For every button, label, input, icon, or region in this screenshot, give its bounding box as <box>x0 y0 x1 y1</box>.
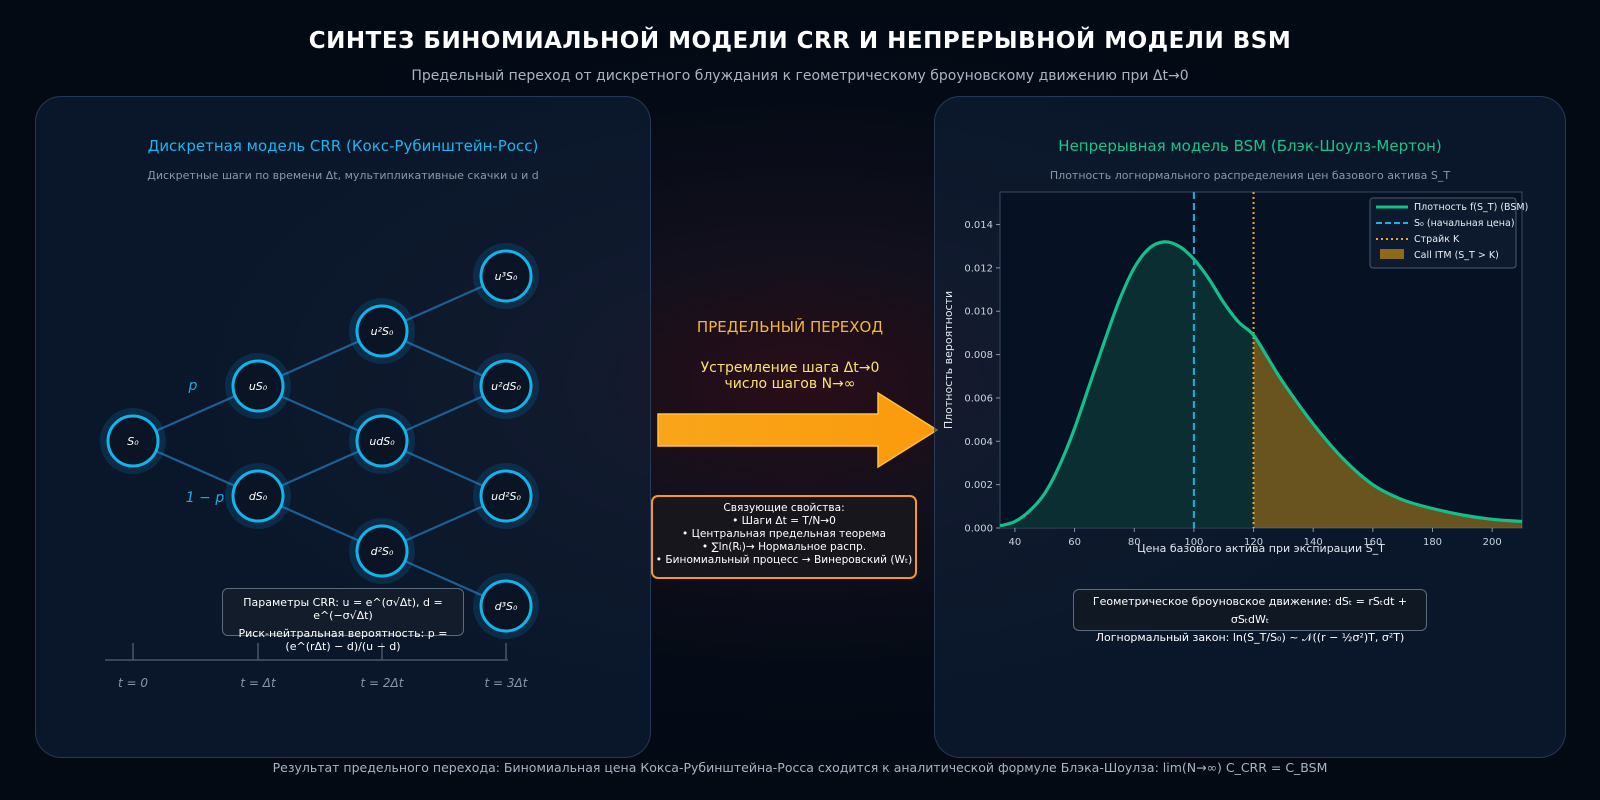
legend-label: S₀ (начальная цена) <box>1414 218 1515 229</box>
tree-node <box>355 304 409 358</box>
tree-node <box>355 524 409 578</box>
crr-params-line2: Риск-нейтральная вероятность: p = (e^(rΔ… <box>238 627 448 653</box>
x-tick-label: 60 <box>1068 537 1081 548</box>
bsm-panel-subtitle: Плотность логнормального распределения ц… <box>1049 169 1451 182</box>
limit-conditions: Устремление шага Δt→0 число шагов N→∞ <box>655 360 925 392</box>
x-tick-label: 160 <box>1363 537 1382 548</box>
y-axis-label: Плотность вероятности <box>942 291 955 429</box>
time-tick-label: t = 2Δt <box>361 676 405 690</box>
tree-node-label: uS₀ <box>249 380 268 393</box>
tree-node <box>479 469 533 523</box>
tree-node <box>355 414 409 468</box>
props-line: • Шаги Δt = T/N→0 <box>732 515 836 527</box>
x-tick-label: 180 <box>1423 537 1442 548</box>
limit-line1: Устремление шага Δt→0 <box>700 360 880 376</box>
tree-node <box>231 359 285 413</box>
page-title: СИНТЕЗ БИНОМИАЛЬНОЙ МОДЕЛИ CRR И НЕПРЕРЫ… <box>308 28 1292 54</box>
prob-down-label: 1 − p <box>186 490 225 506</box>
bsm-formulas-box: Геометрическое броуновское движение: dSₜ… <box>1073 589 1427 644</box>
density-curve <box>999 240 1523 528</box>
props-line: • Биномиальный процесс → Винеровский (Wₜ… <box>655 554 913 566</box>
footer-conclusion: Результат предельного перехода: Биномиал… <box>272 760 1328 775</box>
x-tick-label: 80 <box>1128 537 1141 548</box>
crr-params-line1: Параметры CRR: u = e^(σ√Δt), d = e^(−σ√Δ… <box>243 596 443 622</box>
tree-node <box>106 414 160 468</box>
time-tick-label: t = Δt <box>240 676 277 690</box>
y-tick-label: 0.014 <box>964 220 993 231</box>
page-subtitle: Предельный переход от дискретного блужда… <box>411 68 1189 84</box>
bsm-line2: Логнормальный закон: ln(S_T/S₀) ~ 𝒩((r −… <box>1095 631 1405 644</box>
props-line: • Центральная предельная теорема <box>682 528 886 540</box>
bsm-panel-title: Непрерывная модель BSM (Блэк-Шоулз-Мерто… <box>1058 137 1442 155</box>
x-tick-label: 200 <box>1483 537 1502 548</box>
legend-swatch <box>1380 249 1404 259</box>
tree-node-label: d³S₀ <box>495 600 518 613</box>
x-axis-label: Цена базового актива при экспирации S_T <box>1137 542 1385 555</box>
y-tick-label: 0.006 <box>964 393 993 404</box>
y-tick-label: 0.002 <box>964 480 993 491</box>
x-tick-label: 100 <box>1184 537 1203 548</box>
legend-label: Плотность f(S_T) (BSM) <box>1414 202 1528 213</box>
tree-node-label: udS₀ <box>369 435 395 448</box>
tree-node-label: dS₀ <box>249 490 268 503</box>
density-chart: 40 60 80 100 120 140 160 180 200 0.000 0.002 0.004 0… <box>942 191 1528 555</box>
time-tick-label: t = 0 <box>118 676 148 690</box>
props-line: Связующие свойства: <box>723 502 845 514</box>
prob-up-label: p <box>188 378 198 394</box>
tree-node-label: u²S₀ <box>371 325 394 338</box>
x-tick-label: 120 <box>1244 537 1263 548</box>
legend-label: Страйк K <box>1414 234 1460 245</box>
crr-params-box: Параметры CRR: u = e^(σ√Δt), d = e^(−σ√Δ… <box>222 588 464 653</box>
bsm-line1: Геометрическое броуновское движение: dSₜ… <box>1092 595 1408 626</box>
tree-node-label: u²dS₀ <box>491 380 521 393</box>
tree-node-label: d²S₀ <box>371 545 394 558</box>
binomial-tree: S₀ uS₀ dS₀ u²S₀ udS₀ d²S₀ u³S₀ u²dS₀ ud²S₀ d³S₀ p… <box>100 243 539 690</box>
x-tick-label: 140 <box>1304 537 1323 548</box>
time-tick-label: t = 3Δt <box>485 676 529 690</box>
y-tick-label: 0.004 <box>964 437 993 448</box>
limit-heading: ПРЕДЕЛЬНЫЙ ПЕРЕХОД <box>696 318 884 336</box>
tree-node <box>479 359 533 413</box>
crr-panel-subtitle: Дискретные шаги по времени Δt, мультипли… <box>147 169 539 182</box>
call-itm-area <box>1253 335 1522 528</box>
density-underfill <box>1000 241 1254 528</box>
legend-label: Call ITM (S_T > K) <box>1414 250 1499 261</box>
y-tick-label: 0.008 <box>964 350 993 361</box>
x-tick-label: 40 <box>1009 537 1022 548</box>
y-tick-label: 0.010 <box>964 307 993 318</box>
tree-node-label: S₀ <box>127 435 139 448</box>
y-tick-label: 0.000 <box>964 524 993 535</box>
linking-properties-box: Связующие свойства: • Шаги Δt = T/N→0 • … <box>651 495 917 579</box>
tree-node <box>479 249 533 303</box>
tree-node <box>231 469 285 523</box>
tree-node-label: ud²S₀ <box>491 490 521 503</box>
props-line: • ∑ln(Rᵢ)→ Нормальное распр. <box>701 541 867 553</box>
limit-line2: число шагов N→∞ <box>724 376 856 392</box>
tree-node-label: u³S₀ <box>495 270 518 283</box>
tree-node <box>479 579 533 633</box>
crr-panel-title: Дискретная модель CRR (Кокс-Рубинштейн-Р… <box>147 137 539 155</box>
y-tick-label: 0.012 <box>964 263 993 274</box>
arrow-right-icon <box>657 391 939 469</box>
chart-legend: Плотность f(S_T) (BSM) S₀ (начальная цен… <box>1369 197 1528 269</box>
